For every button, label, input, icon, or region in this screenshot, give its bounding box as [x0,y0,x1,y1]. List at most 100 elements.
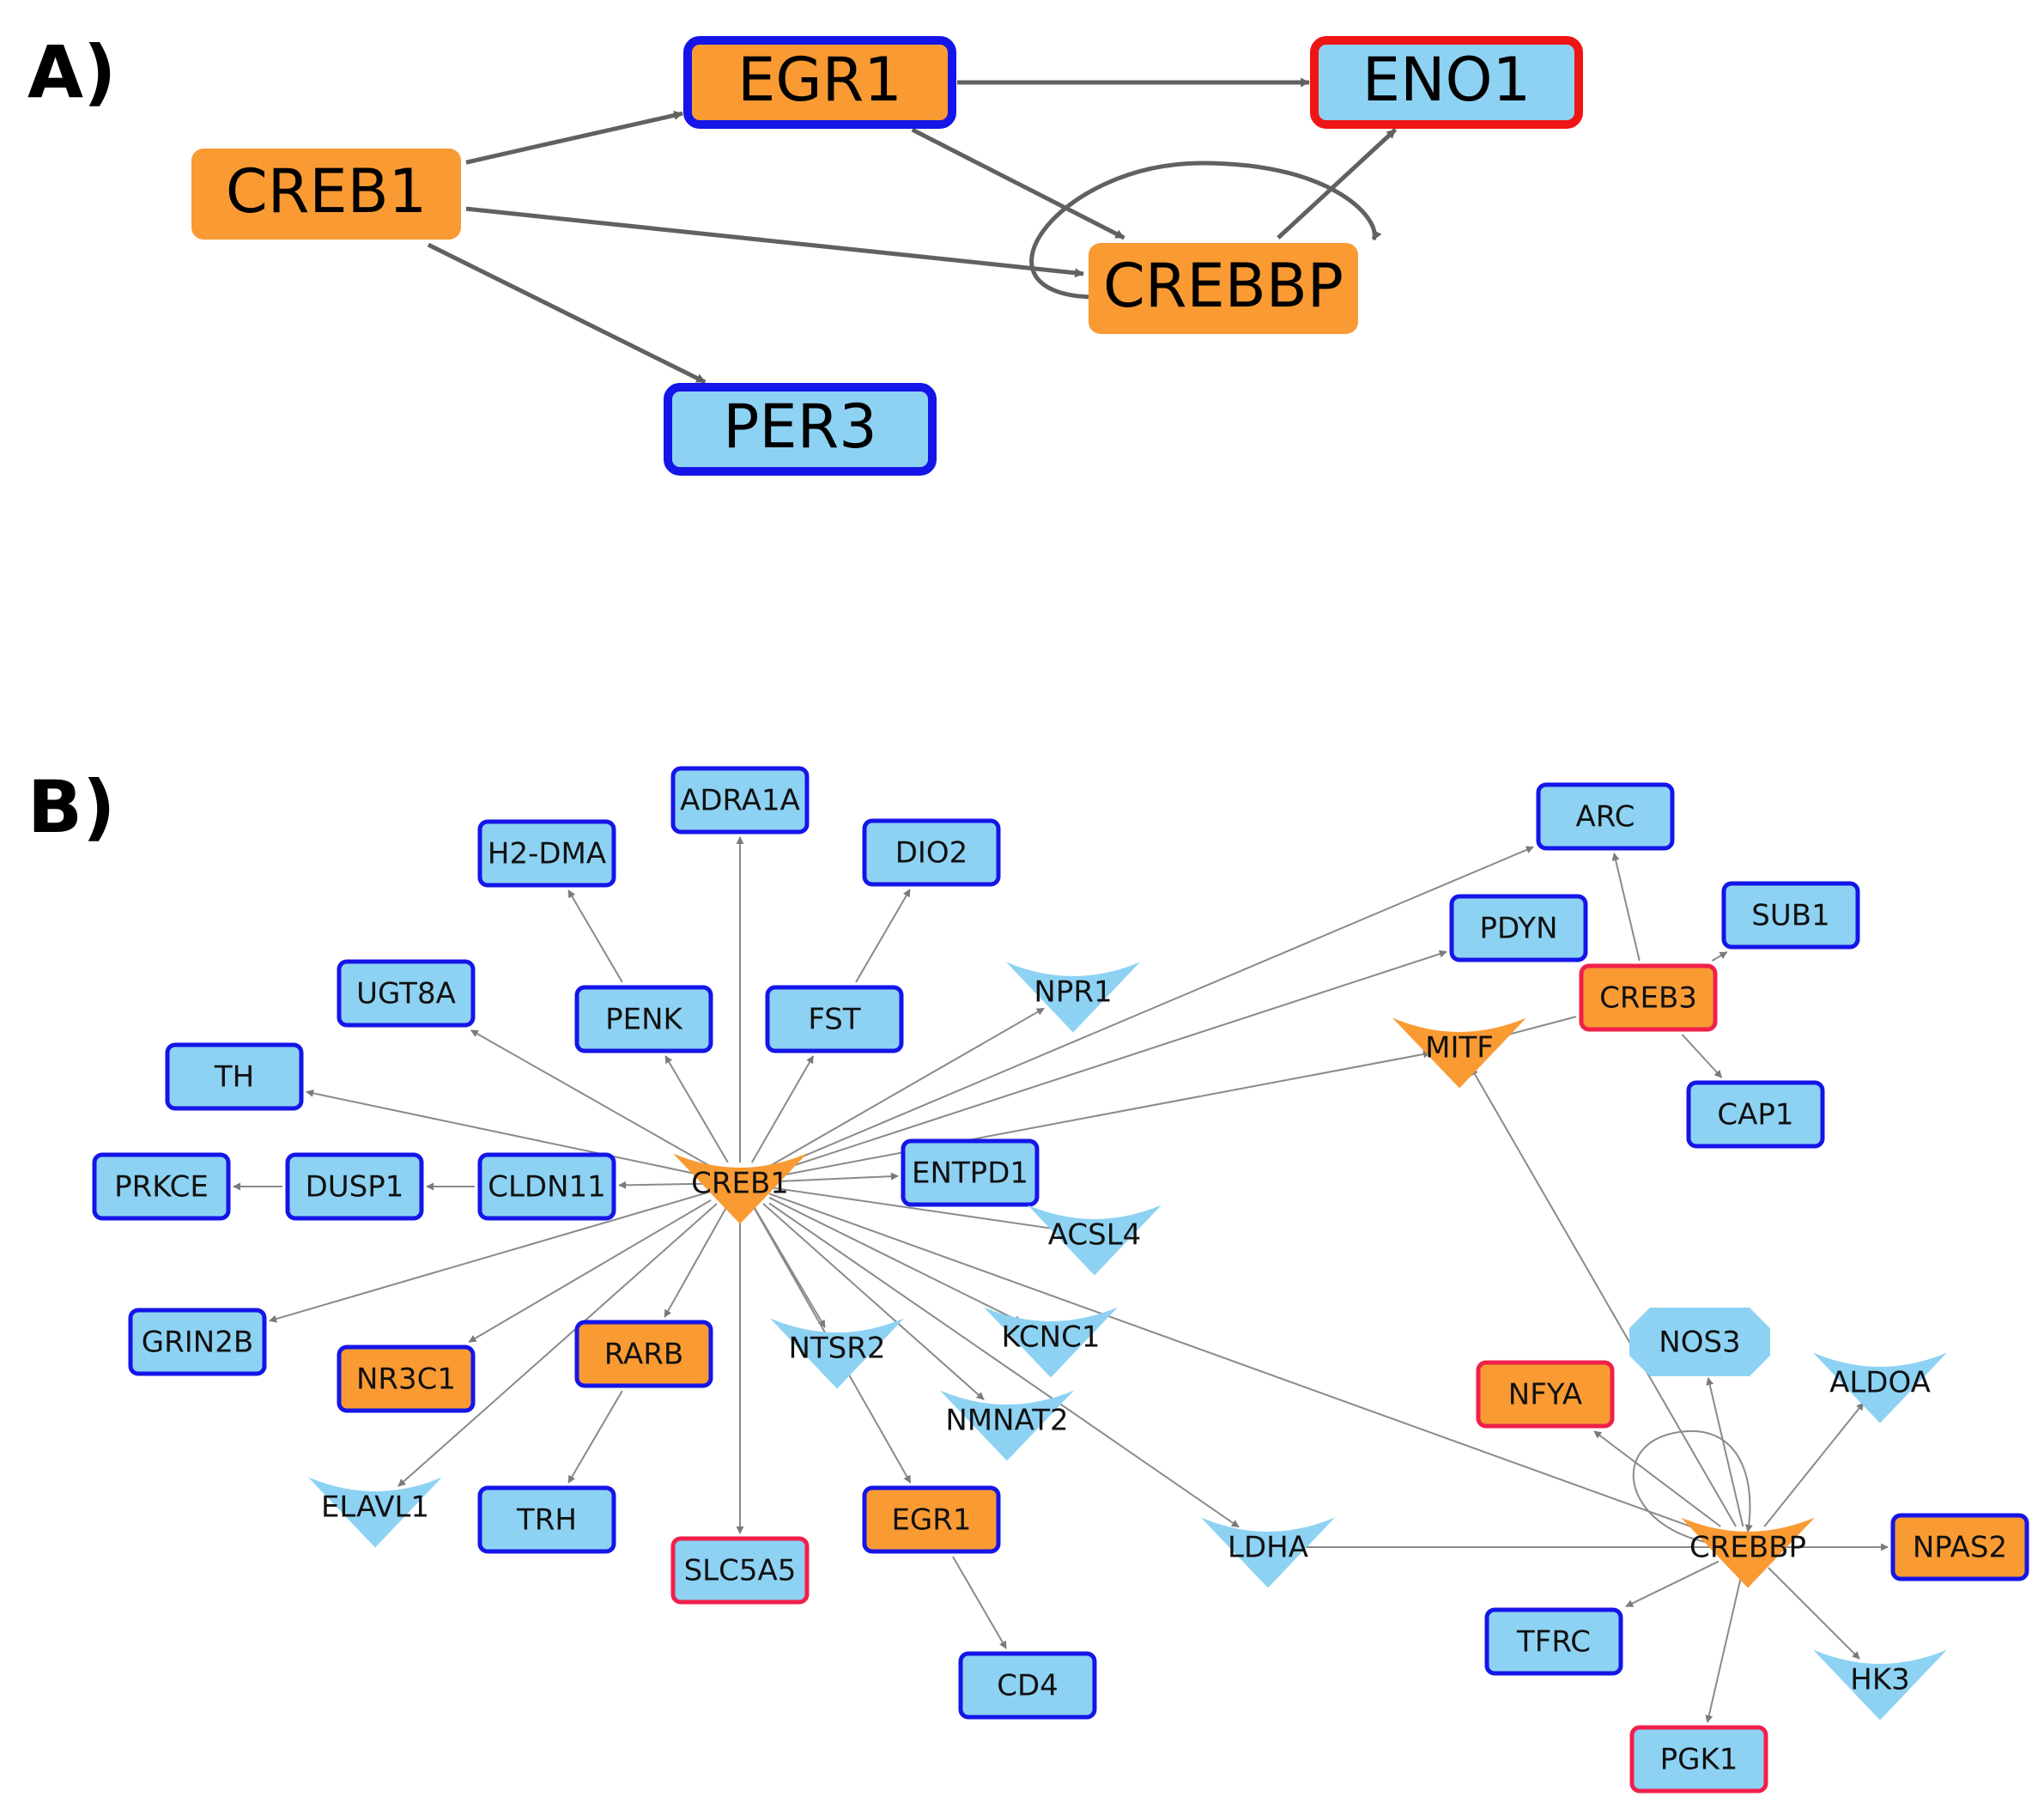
node-creb1-label: CREB1 [691,1167,789,1201]
node-nr3c1-label: NR3C1 [356,1363,456,1397]
node-acsl4[interactable]: ACSL4 [1028,1205,1162,1276]
node-kcnc1[interactable]: KCNC1 [984,1307,1118,1378]
node-pgk1-box [1629,1725,1768,1794]
node-elavl1[interactable]: ELAVL1 [308,1477,442,1548]
node-kcnc1-label: KCNC1 [1002,1320,1101,1355]
node-fst[interactable]: FST [765,985,904,1053]
node-pdyn-label: PDYN [1479,912,1557,946]
node-creb1-box [191,149,461,240]
node-cd4[interactable]: CD4 [958,1651,1097,1720]
node-npas2[interactable]: NPAS2 [1890,1513,2029,1581]
node-cldn11[interactable]: CLDN11 [477,1152,616,1221]
node-nmnat2-shape [940,1390,1074,1461]
edge-crebbp-to-crebbp [1029,161,1382,300]
node-creb3[interactable]: CREB3 [1579,963,1718,1032]
node-tfrc-box [1484,1607,1623,1676]
node-fst-box [765,985,904,1053]
edge-crebbp-to-mitf [1470,1067,1738,1527]
node-ntsr2[interactable]: NTSR2 [770,1318,904,1389]
edge-crebbp-to-tfrc [1625,1560,1720,1608]
node-cd4-box [958,1651,1097,1720]
node-dio2[interactable]: DIO2 [862,818,1001,887]
node-creb1-shape [673,1153,807,1224]
node-cap1[interactable]: CAP1 [1686,1080,1825,1149]
node-egr1-box [683,36,956,129]
edge-creb1-to-entpd1 [768,1172,899,1183]
node-adra1a[interactable]: ADRA1A [670,766,810,835]
edge-crebbp-to-aldoa [1763,1402,1865,1527]
node-grin2b-label: GRIN2B [142,1326,253,1360]
node-nos3[interactable]: NOS3 [1629,1308,1770,1376]
node-nmnat2[interactable]: NMNAT2 [940,1390,1074,1461]
node-cldn11-label: CLDN11 [488,1170,606,1205]
node-npr1[interactable]: NPR1 [1006,962,1140,1033]
node-mitf[interactable]: MITF [1392,1017,1526,1089]
node-penk[interactable]: PENK [574,985,713,1053]
node-nr3c1[interactable]: NR3C1 [337,1345,476,1413]
node-eno1[interactable]: ENO1 [1310,36,1583,129]
node-egr1[interactable]: EGR1 [862,1485,1001,1554]
edge-rarb-to-trh [567,1390,623,1484]
node-creb1[interactable]: CREB1 [673,1153,807,1224]
edge-crebbp-to-hk3 [1768,1567,1860,1660]
node-ldha-label: LDHA [1228,1531,1308,1565]
panel-a-label: A) [27,30,117,114]
node-pdyn[interactable]: PDYN [1449,894,1588,962]
edge-creb1-to-th [306,1089,712,1178]
node-sub1[interactable]: SUB1 [1721,881,1860,950]
edge-egr1-to-cd4 [952,1556,1007,1649]
node-rarb[interactable]: RARB [574,1320,713,1388]
node-rarb-box [574,1320,713,1388]
node-aldoa[interactable]: ALDOA [1813,1352,1947,1423]
node-crebbp-box [1089,243,1358,334]
node-prkce[interactable]: PRKCE [92,1152,231,1221]
node-cd4-label: CD4 [997,1669,1058,1703]
edge-crebbp-to-crebbp [1632,1430,1753,1546]
node-slc5a5[interactable]: SLC5A5 [670,1536,810,1605]
node-dusp1-label: DUSP1 [306,1170,404,1205]
edge-creb1-to-ugt8a [470,1029,712,1168]
edge-creb1-to-crebbp [465,206,1085,278]
node-th[interactable]: TH [165,1042,304,1111]
node-creb1-label: CREB1 [226,156,427,227]
node-h2-dma-box [477,819,616,888]
node-acsl4-shape [1028,1205,1162,1276]
panel-b-label: B) [27,765,116,849]
node-hk3-shape [1813,1649,1947,1721]
node-arc[interactable]: ARC [1536,782,1675,851]
node-trh[interactable]: TRH [477,1485,616,1554]
node-dusp1[interactable]: DUSP1 [285,1152,424,1221]
edge-penk-to-h2-dma [567,889,623,983]
node-eno1-box [1310,36,1583,129]
node-creb1[interactable]: CREB1 [191,149,461,240]
node-h2-dma-label: H2-DMA [488,837,606,871]
node-tfrc[interactable]: TFRC [1484,1607,1623,1676]
node-creb3-label: CREB3 [1599,981,1697,1016]
node-trh-label: TRH [516,1503,577,1538]
node-trh-box [477,1485,616,1554]
node-per3-label: PER3 [723,392,877,462]
edge-creb3-to-sub1 [1711,951,1728,962]
node-h2-dma[interactable]: H2-DMA [477,819,616,888]
node-hk3[interactable]: HK3 [1813,1649,1947,1721]
node-prkce-box [92,1152,231,1221]
node-entpd1-box [901,1138,1040,1207]
node-crebbp[interactable]: CREBBP [1089,243,1358,334]
node-grin2b[interactable]: GRIN2B [128,1308,267,1376]
node-egr1[interactable]: EGR1 [683,36,956,129]
node-egr1-label: EGR1 [737,45,902,115]
node-per3[interactable]: PER3 [664,383,937,476]
edge-crebbp-to-eno1 [1277,128,1398,240]
node-pgk1[interactable]: PGK1 [1629,1725,1768,1794]
node-ldha[interactable]: LDHA [1201,1517,1335,1588]
node-nos3-label: NOS3 [1659,1326,1740,1360]
edge-creb1-to-nmnat2 [762,1203,985,1400]
node-crebbp[interactable]: CREBBP [1681,1517,1815,1588]
node-kcnc1-shape [984,1307,1118,1378]
edge-creb1-to-nr3c1 [468,1199,712,1343]
node-nfya[interactable]: NFYA [1476,1360,1615,1429]
node-entpd1[interactable]: ENTPD1 [901,1138,1040,1207]
node-ugt8a[interactable]: UGT8A [337,959,476,1028]
node-th-label: TH [214,1060,254,1095]
node-grin2b-box [128,1308,267,1376]
